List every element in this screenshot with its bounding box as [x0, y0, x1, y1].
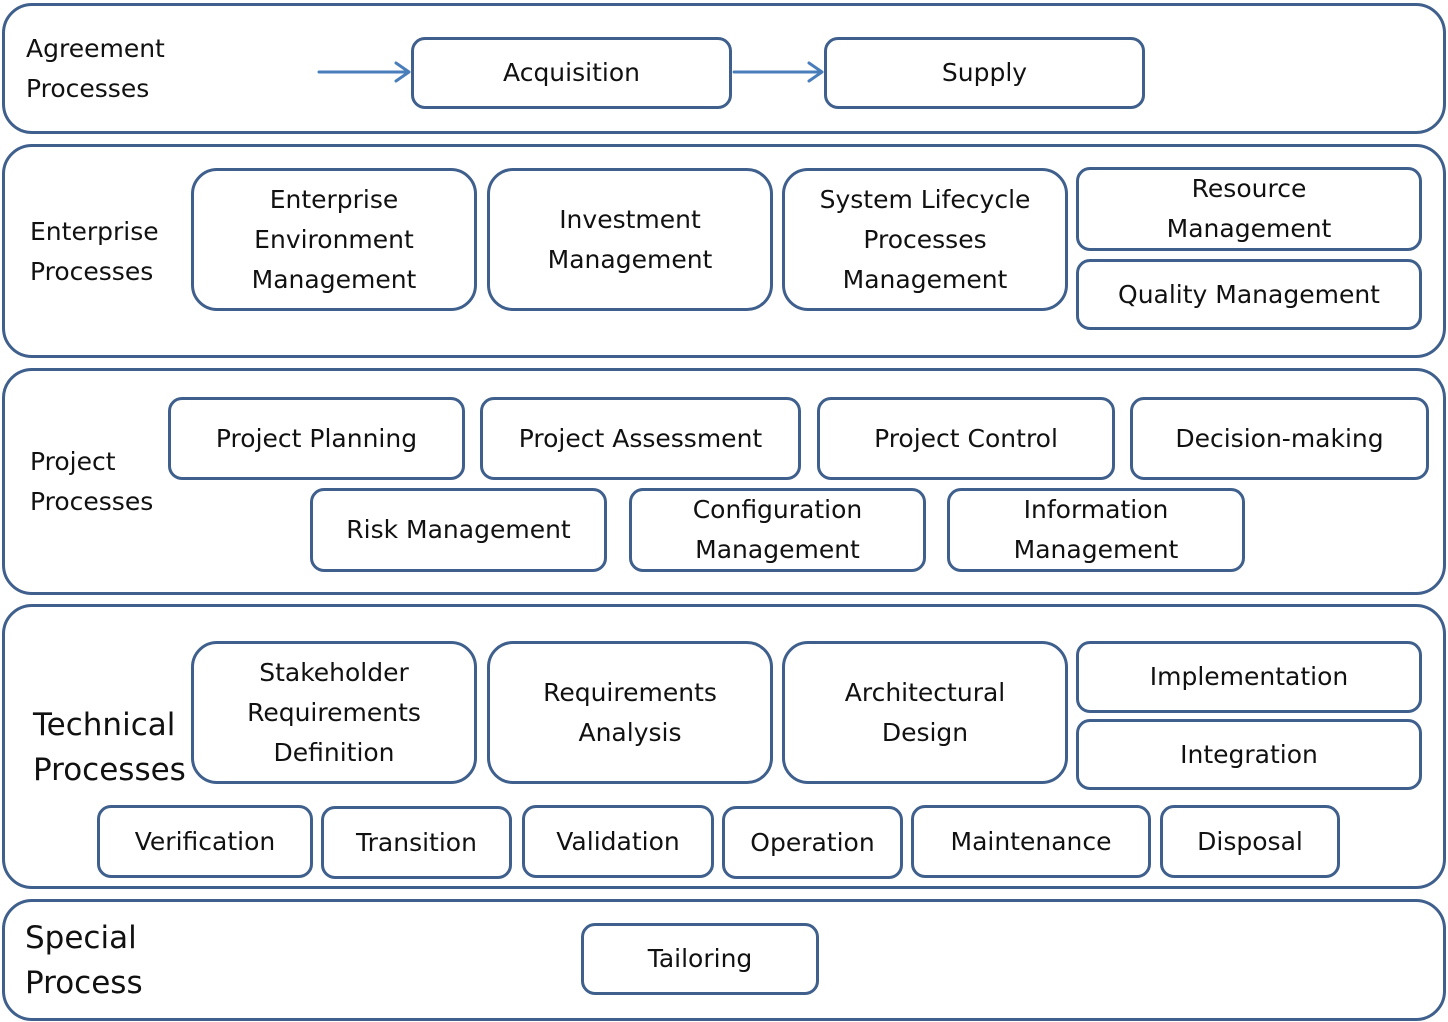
decision-label: Decision-making: [1175, 423, 1384, 453]
transition-box[interactable]: Transition: [321, 806, 512, 879]
operation-label: Operation: [750, 827, 875, 857]
supply-box[interactable]: Supply: [824, 37, 1145, 109]
special-label-line-2: Process: [25, 965, 143, 1001]
transition-label: Transition: [356, 827, 477, 857]
resource-management-box[interactable]: Resource Management: [1076, 167, 1422, 251]
architectural-design-box[interactable]: Architectural Design: [782, 641, 1068, 784]
project-processes-label: Project Processes: [30, 442, 153, 522]
quality-management-box[interactable]: Quality Management: [1076, 259, 1422, 330]
information-management-box[interactable]: Information Management: [947, 488, 1245, 572]
implementation-box[interactable]: Implementation: [1076, 641, 1422, 713]
validation-label: Validation: [556, 826, 680, 856]
operation-box[interactable]: Operation: [722, 806, 903, 879]
stakeholder-requirements-definition-box[interactable]: Stakeholder Requirements Definition: [191, 641, 477, 784]
disposal-label: Disposal: [1197, 826, 1303, 856]
system-lifecycle-processes-management-box[interactable]: System Lifecycle Processes Management: [782, 168, 1068, 311]
technical-processes-label: Technical Processes: [33, 703, 186, 793]
environment-label-line-2: Environment: [254, 224, 414, 254]
risk-label: Risk Management: [346, 515, 571, 544]
project-label-line-2: Processes: [30, 487, 154, 516]
agreement-processes-label: Agreement Processes: [26, 29, 165, 109]
tailoring-box[interactable]: Tailoring: [581, 923, 819, 995]
control-label: Project Control: [874, 423, 1058, 453]
technical-label-line-2: Processes: [33, 752, 186, 788]
project-assessment-box[interactable]: Project Assessment: [480, 397, 801, 480]
disposal-box[interactable]: Disposal: [1160, 805, 1340, 878]
agreement-label-line-1: Agreement: [26, 34, 165, 63]
resource-label-line-2: Management: [1166, 214, 1332, 243]
acquisition-label: Acquisition: [503, 58, 640, 87]
configuration-management-box[interactable]: Configuration Management: [629, 488, 926, 572]
tailoring-label: Tailoring: [647, 944, 753, 973]
investment-label-line-1: Investment: [559, 204, 701, 234]
configuration-label-line-2: Management: [695, 535, 860, 564]
lifecycle-label-line-2: Processes: [863, 224, 987, 254]
environment-label-line-1: Enterprise: [269, 184, 399, 214]
requirements-label-line-1: Requirements: [543, 677, 717, 707]
quality-label: Quality Management: [1118, 279, 1380, 309]
risk-management-box[interactable]: Risk Management: [310, 488, 607, 572]
architectural-label-line-1: Architectural: [844, 677, 1006, 707]
integration-label: Integration: [1180, 739, 1318, 769]
investment-label-line-2: Management: [547, 244, 713, 274]
architectural-label-line-2: Design: [881, 717, 969, 747]
supply-label: Supply: [941, 58, 1028, 87]
technical-label-line-1: Technical: [33, 707, 176, 743]
enterprise-environment-management-box[interactable]: Enterprise Environment Management: [191, 168, 477, 311]
maintenance-label: Maintenance: [950, 826, 1112, 856]
acquisition-box[interactable]: Acquisition: [411, 37, 732, 109]
special-label-line-1: Special: [25, 920, 137, 956]
information-label-line-1: Information: [1023, 495, 1169, 524]
configuration-label-line-1: Configuration: [692, 495, 863, 524]
stakeholder-label-line-3: Definition: [273, 737, 395, 767]
special-process-label: Special Process: [25, 916, 143, 1006]
enterprise-processes-label: Enterprise Processes: [30, 212, 159, 292]
maintenance-box[interactable]: Maintenance: [911, 805, 1151, 878]
investment-management-box[interactable]: Investment Management: [487, 168, 773, 311]
project-label-line-1: Project: [30, 447, 116, 476]
lifecycle-label-line-3: Management: [842, 264, 1008, 294]
project-control-box[interactable]: Project Control: [817, 397, 1115, 480]
planning-label: Project Planning: [215, 423, 418, 453]
requirements-label-line-2: Analysis: [578, 717, 682, 747]
stakeholder-label-line-1: Stakeholder: [259, 657, 409, 687]
implementation-label: Implementation: [1149, 662, 1349, 691]
resource-label-line-1: Resource: [1191, 174, 1307, 203]
verification-label: Verification: [134, 826, 276, 856]
validation-box[interactable]: Validation: [522, 805, 714, 878]
environment-label-line-3: Management: [251, 264, 417, 294]
stakeholder-label-line-2: Requirements: [247, 697, 421, 727]
information-label-line-2: Management: [1013, 535, 1179, 564]
assessment-label: Project Assessment: [518, 423, 763, 453]
requirements-analysis-box[interactable]: Requirements Analysis: [487, 641, 773, 784]
enterprise-label-line-1: Enterprise: [30, 217, 159, 246]
agreement-label-line-2: Processes: [26, 74, 150, 103]
decision-making-box[interactable]: Decision-making: [1130, 397, 1429, 480]
enterprise-label-line-2: Processes: [30, 257, 154, 286]
lifecycle-label-line-1: System Lifecycle: [819, 184, 1031, 214]
verification-box[interactable]: Verification: [97, 805, 313, 878]
project-planning-box[interactable]: Project Planning: [168, 397, 465, 480]
integration-box[interactable]: Integration: [1076, 719, 1422, 790]
